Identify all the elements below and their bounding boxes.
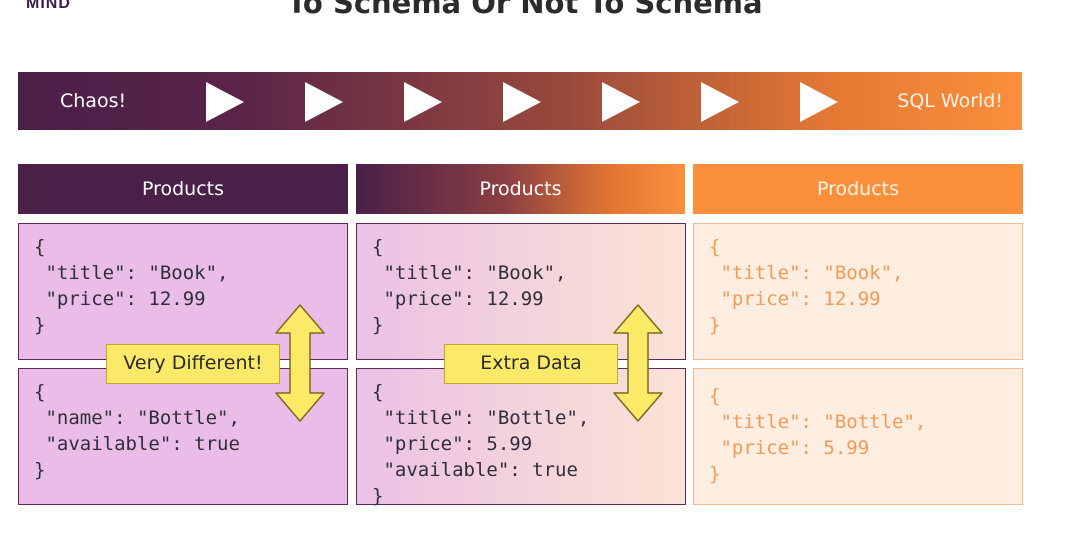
callout-very-different: Very Different! — [106, 344, 280, 384]
page-title: To Schema Or Not To Schema — [287, 0, 763, 20]
banner-right-label: SQL World! — [897, 90, 1003, 112]
column-header-sql: Products — [693, 164, 1023, 214]
play-triangle-icon — [701, 82, 739, 122]
column-header-chaos: Products — [18, 164, 348, 214]
play-triangle-icon — [404, 82, 442, 122]
callout-extra-data: Extra Data — [444, 344, 618, 384]
document-card-book: { "title": "Book", "price": 12.99 } — [693, 223, 1023, 360]
play-triangle-icon — [503, 82, 541, 122]
brand-logo: MIND — [26, 0, 71, 12]
double-arrow-icon — [613, 304, 663, 422]
document-card-bottle: { "title": "Bottle", "price": 5.99 } — [693, 368, 1023, 505]
play-triangle-icon — [305, 82, 343, 122]
play-triangle-icon — [602, 82, 640, 122]
play-triangle-icon — [206, 82, 244, 122]
play-triangle-icon — [800, 82, 838, 122]
document-card-book: { "title": "Book", "price": 12.99 } — [18, 223, 348, 360]
double-arrow-icon — [275, 304, 325, 422]
column-header-mixed: Products — [356, 164, 685, 214]
banner-left-label: Chaos! — [60, 90, 127, 112]
schema-spectrum-banner: Chaos! SQL World! — [18, 72, 1022, 130]
